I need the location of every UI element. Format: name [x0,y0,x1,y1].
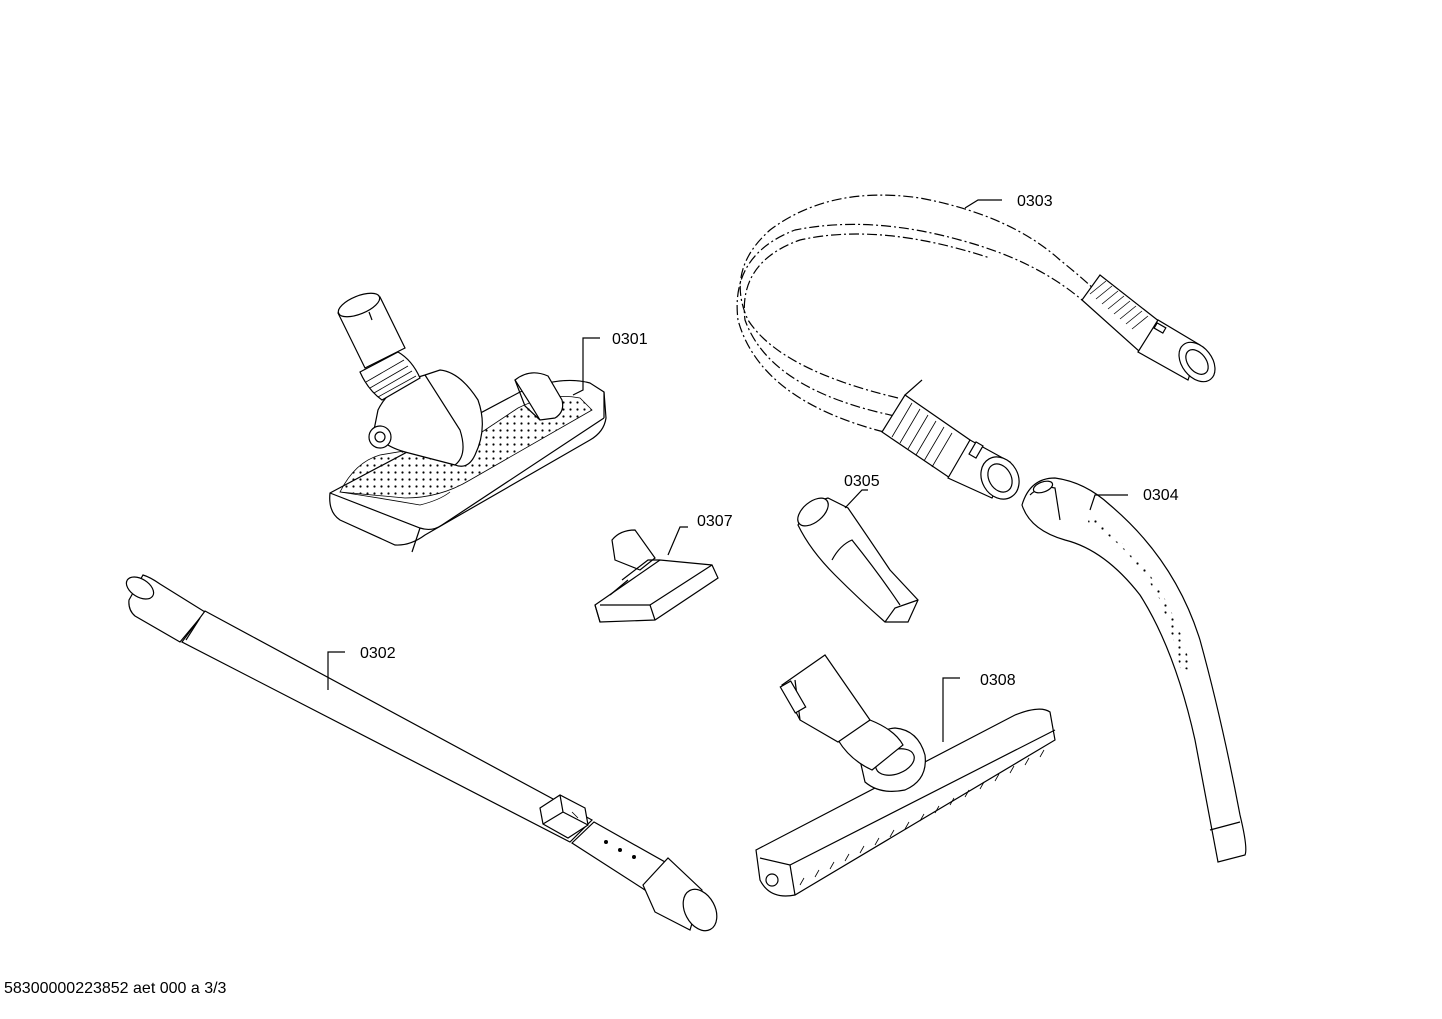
telescopic-tube-0302: 0302 [125,574,718,932]
parquet-nozzle-0308: 0308 [755,654,1056,897]
part-label-0303: 0303 [1017,193,1053,210]
part-label-0302: 0302 [360,645,396,662]
curved-handle-0304: 0304 [1021,477,1247,863]
hose-0303: 0303 [736,193,1216,500]
part-label-0301: 0301 [612,331,648,348]
upholstery-nozzle-0307: 0307 [594,513,733,623]
part-label-0308: 0308 [980,672,1016,689]
drawing-reference-footer: 58300000223852 aet 000 a 3/3 [4,980,227,997]
part-label-0305: 0305 [844,473,880,490]
part-label-0307: 0307 [697,513,733,530]
crevice-tool-0305: 0305 [797,473,919,623]
part-label-0304: 0304 [1143,487,1179,504]
floor-nozzle-0301: 0301 [329,292,648,553]
